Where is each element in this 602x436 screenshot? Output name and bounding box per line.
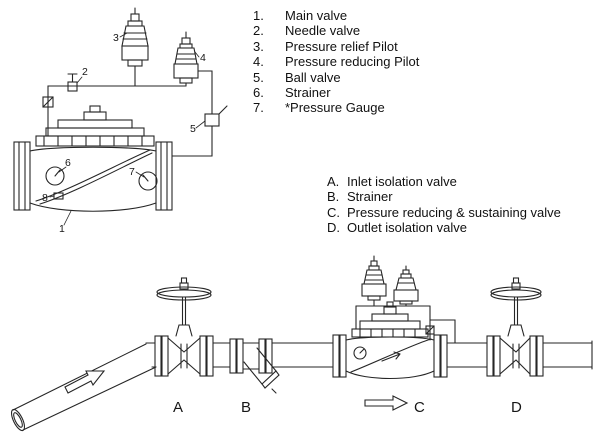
legend-item: 7. *Pressure Gauge [253, 100, 419, 115]
ball-valve-drawing [204, 105, 228, 127]
callout-8: 8 [42, 192, 48, 204]
legend-item-number: 7. [253, 100, 264, 116]
legend-item-label: Needle valve [285, 23, 361, 39]
installation-legend: A. Inlet isolation valve B. Strainer C. … [327, 174, 561, 236]
legend-item-label: Main valve [285, 8, 348, 23]
strainer-drawing [229, 338, 280, 394]
legend-item: 6. Strainer [253, 85, 419, 100]
label-d: D [511, 399, 522, 416]
legend-item-label: Strainer [285, 85, 331, 101]
pressure-reducing-sustaining-valve-drawing [332, 255, 456, 380]
legend-item: 4. Pressure reducing Pilot [253, 54, 419, 69]
legend-item-letter: C. [327, 204, 340, 220]
main-valve-drawing [13, 105, 173, 212]
pressure-relief-pilot-drawing [121, 7, 149, 87]
legend-item: 5. Ball valve [253, 70, 419, 85]
label-b: B [241, 399, 251, 416]
main-valve-assembly-drawing: 3 4 2 5 6 7 8 1 [13, 7, 228, 235]
legend-item-number: 3. [253, 38, 264, 54]
legend-item-label: Pressure reducing & sustaining valve [347, 204, 561, 220]
inlet-pipe-drawing [10, 343, 157, 432]
flow-direction-arrow-icon [364, 395, 409, 411]
callout-3: 3 [113, 32, 119, 44]
callout-2: 2 [82, 66, 88, 78]
legend-item: 2. Needle valve [253, 23, 419, 38]
legend-item-label: *Pressure Gauge [285, 100, 385, 116]
flow-arrow-icon [64, 370, 106, 394]
legend-item-number: 5. [253, 69, 264, 85]
pressure-gauge-right-drawing [138, 171, 158, 191]
legend-item: 1. Main valve [253, 8, 419, 23]
installation-labels: A B C D [173, 399, 522, 416]
legend-item-number: 2. [253, 23, 264, 39]
legend-item-label: Pressure reducing Pilot [285, 54, 420, 70]
legend-item-label: Outlet isolation valve [347, 220, 467, 236]
legend-item-label: Inlet isolation valve [347, 174, 457, 189]
legend-item-number: 4. [253, 54, 264, 70]
parts-legend: 1. Main valve 2. Needle valve 3. Pressur… [253, 8, 419, 116]
callout-5: 5 [190, 123, 196, 135]
legend-item-label: Strainer [347, 189, 393, 205]
label-c: C [414, 399, 425, 416]
callout-6: 6 [65, 157, 71, 169]
pressure-gauge-left-drawing [45, 166, 65, 186]
inlet-isolation-valve-drawing [154, 277, 214, 377]
legend-item: B. Strainer [327, 189, 561, 204]
legend-item-letter: A. [327, 174, 340, 189]
callout-leader-lines [49, 32, 206, 226]
legend-item: D. Outlet isolation valve [327, 220, 561, 235]
callout-1: 1 [59, 223, 65, 235]
pilot-tubing-drawing [42, 70, 213, 157]
legend-item: C. Pressure reducing & sustaining valve [327, 205, 561, 220]
legend-item: A. Inlet isolation valve [327, 174, 561, 189]
outlet-isolation-valve-drawing [486, 277, 544, 377]
legend-item: 3. Pressure relief Pilot [253, 39, 419, 54]
detail-callouts: 3 4 2 5 6 7 8 1 [42, 32, 206, 235]
pipeline-installation-drawing: A B C D [10, 255, 593, 432]
legend-item-label: Ball valve [285, 69, 341, 85]
pressure-reducing-pilot-drawing [173, 31, 199, 87]
legend-item-letter: D. [327, 220, 340, 236]
legend-item-letter: B. [327, 189, 340, 205]
needle-valve-drawing [67, 73, 78, 92]
callout-7: 7 [129, 166, 135, 178]
label-a: A [173, 399, 183, 416]
pipeline-drawing [145, 340, 593, 370]
legend-item-number: 1. [253, 8, 264, 23]
legend-item-number: 6. [253, 85, 264, 101]
legend-item-label: Pressure relief Pilot [285, 38, 398, 54]
callout-4: 4 [200, 52, 206, 64]
